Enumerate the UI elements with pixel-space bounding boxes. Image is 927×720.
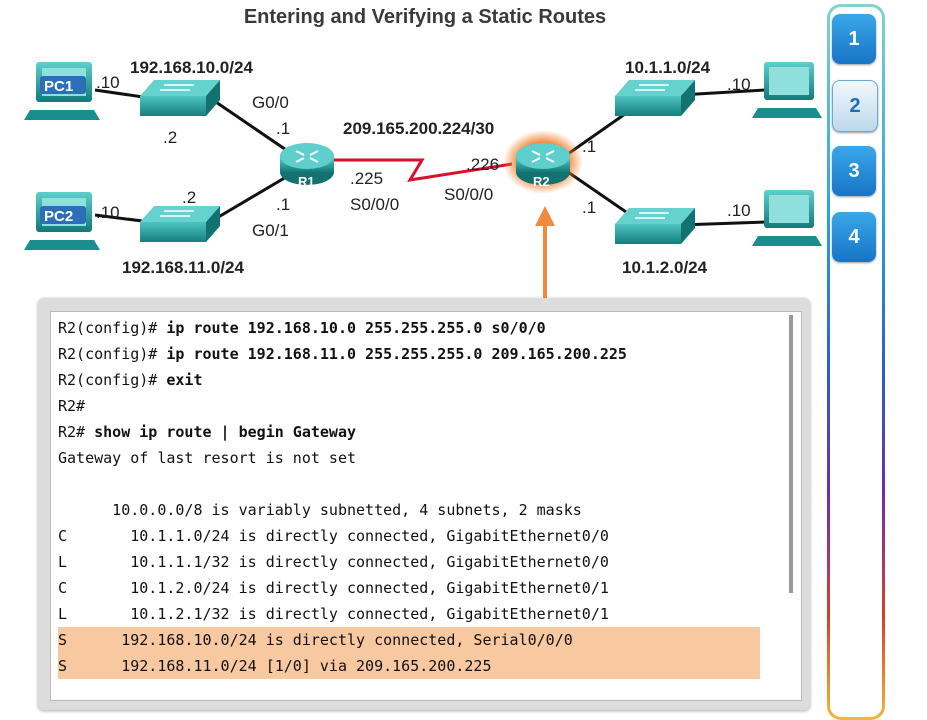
terminal-prompt: R2(config)# [58,345,167,363]
r1-g01-host: .1 [276,195,290,214]
terminal-output-text: 10.0.0.0/8 is variably subnetted, 4 subn… [58,501,582,519]
step-2-button[interactable]: 2 [832,80,878,132]
pc-icon [752,62,822,118]
pc2-label: PC2 [44,208,73,225]
terminal-scrollbar[interactable] [789,315,793,593]
arrow-up-icon [535,206,555,298]
page-title: Entering and Verifying a Static Routes [243,6,607,28]
terminal-line: C 10.1.1.0/24 is directly connected, Gig… [58,523,609,549]
step-4-button[interactable]: 4 [832,212,876,262]
terminal-prompt: R2(config)# [58,371,167,389]
lan-g00-network: 192.168.10.0/24 [130,58,253,77]
step-3-button[interactable]: 3 [832,146,876,196]
lan-r2-g00-pc-host: .10 [727,75,751,94]
lan-r2-g01-pc-host: .10 [727,201,751,220]
pc2-icon [24,192,100,250]
terminal-prompt: R2# [58,423,95,441]
lan-r2-g01-network: 10.1.2.0/24 [622,258,708,277]
link-switch-r1-g00 [209,96,299,160]
network-topology: PC1 .10 PC2 .10 192.168.10.0/24 .2 G0/0 … [24,58,822,298]
terminal-output-text: C 10.1.2.0/24 is directly connected, Gig… [58,579,609,597]
link-pc2-switch [94,213,151,224]
lan-g01-network: 192.168.11.0/24 [122,258,245,277]
r2-g00-host: .1 [582,137,596,156]
link-switch-r1-g01 [209,168,299,224]
terminal-line: Gateway of last resort is not set [58,445,356,471]
terminal-command: exit [166,371,203,389]
step-1-button[interactable]: 1 [832,14,876,64]
switch-icon [615,80,695,116]
r1-wan-interface: S0/0/0 [350,195,399,214]
switch-icon [140,80,220,116]
r1-g01-interface: G0/1 [252,221,289,240]
lan-r2-g00-network: 10.1.1.0/24 [625,58,711,77]
lan-g00-switch-host: .2 [163,128,177,147]
terminal-output-text: S 192.168.10.0/24 is directly connected,… [58,631,573,649]
terminal-line: R2(config)# exit [58,367,203,393]
terminal-line: C 10.1.2.0/24 is directly connected, Gig… [58,575,609,601]
terminal-line: S 192.168.11.0/24 [1/0] via 209.165.200.… [58,653,760,679]
terminal-prompt: R2(config)# [58,319,167,337]
pc1-host: .10 [96,73,120,92]
r1-g00-host: .1 [276,119,290,138]
terminal-output-text: C 10.1.1.0/24 is directly connected, Gig… [58,527,609,545]
terminal-line: L 10.1.2.1/32 is directly connected, Gig… [58,601,609,627]
terminal-line: 10.0.0.0/8 is variably subnetted, 4 subn… [58,497,582,523]
wan-network: 209.165.200.224/30 [343,119,494,138]
terminal-command: show ip route | begin Gateway [94,423,357,441]
pc-icon [752,190,822,246]
terminal-output-text: L 10.1.2.1/32 is directly connected, Gig… [58,605,609,623]
pc1-icon [24,62,100,120]
pc2-host: .10 [96,203,120,222]
terminal-prompt: R2# [58,397,86,415]
r1-wan-host: .225 [350,169,383,188]
terminal-line: L 10.1.1.1/32 is directly connected, Gig… [58,549,609,575]
terminal-output-text: Gateway of last resort is not set [58,449,357,467]
r2-label: R2 [533,174,550,189]
router-icon [280,143,334,185]
terminal-output-text: L 10.1.1.1/32 is directly connected, Gig… [58,553,609,571]
lan-g01-switch-host: .2 [182,188,196,207]
terminal-line: R2# show ip route | begin Gateway [58,419,356,445]
r1-g00-interface: G0/0 [252,93,289,112]
pc1-label: PC1 [44,78,73,95]
serial-link [330,158,513,182]
terminal-line: R2(config)# ip route 192.168.11.0 255.25… [58,341,627,367]
r2-wan-host: .226 [466,155,499,174]
switch-icon [140,206,220,242]
r2-g01-host: .1 [582,198,596,217]
terminal-line: S 192.168.10.0/24 is directly connected,… [58,627,760,653]
r1-label: R1 [298,174,315,189]
terminal-output-text: S 192.168.11.0/24 [1/0] via 209.165.200.… [58,657,492,675]
terminal-line: R2# [58,393,85,419]
r2-wan-interface: S0/0/0 [444,185,493,204]
switch-icon [615,208,695,244]
terminal-command: ip route 192.168.10.0 255.255.255.0 s0/0… [166,319,546,337]
router-icon [516,143,570,185]
terminal-command: ip route 192.168.11.0 255.255.255.0 209.… [166,345,627,363]
terminal-line: R2(config)# ip route 192.168.10.0 255.25… [58,315,546,341]
